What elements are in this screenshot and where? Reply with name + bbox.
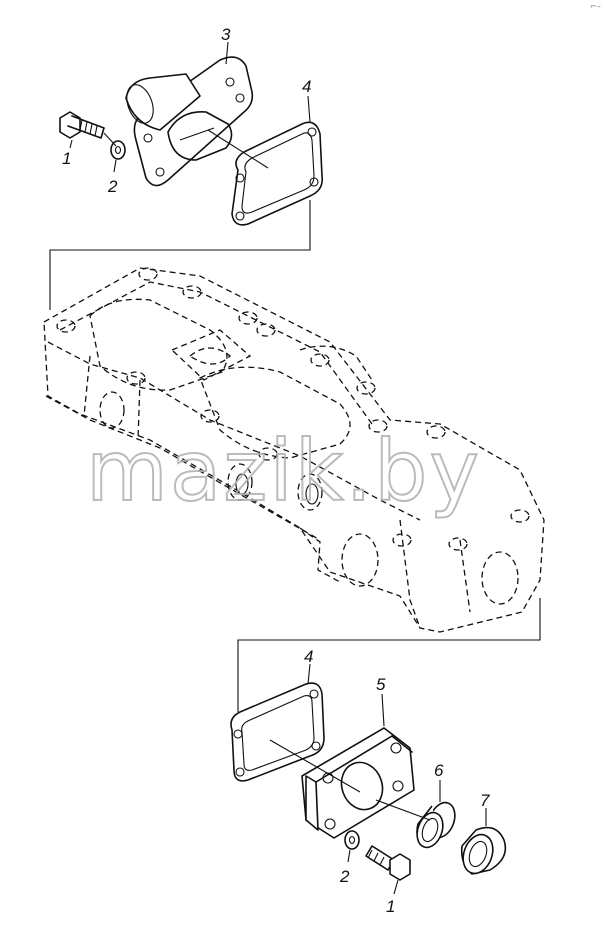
leader-3	[225, 41, 229, 65]
callout-1-top: 1	[62, 149, 71, 168]
callout-3: 3	[221, 25, 231, 44]
leader-4-bottom	[307, 663, 311, 685]
leader-flange-gasket	[207, 129, 269, 169]
connector-top	[49, 200, 311, 310]
leader-2-top	[113, 159, 117, 173]
leader-2-bottom	[347, 849, 351, 863]
bottom-washer	[344, 830, 360, 850]
leader-bolt-washer	[103, 132, 117, 147]
watermark: mazik.by	[86, 422, 481, 520]
leader-cover-seal	[375, 799, 431, 821]
leader-1-top	[69, 139, 73, 149]
callout-1-bottom: 1	[386, 897, 395, 916]
bottom-cover	[301, 727, 415, 839]
corner-mark: ⌐–	[590, 2, 601, 11]
top-gasket	[231, 121, 324, 226]
callout-4-top: 4	[302, 77, 311, 96]
bottom-seal	[416, 801, 456, 849]
callout-4-bottom: 4	[304, 647, 313, 666]
leader-5	[381, 693, 385, 727]
bottom-gasket	[230, 682, 325, 782]
callout-2-top: 2	[107, 177, 118, 196]
callout-6: 6	[434, 761, 444, 780]
top-flange	[125, 56, 254, 187]
cylinder-head-outline	[43, 267, 545, 633]
callout-2-bottom: 2	[339, 867, 350, 886]
top-washer	[110, 140, 126, 160]
connector-bottom	[237, 598, 541, 712]
callout-5: 5	[376, 675, 386, 694]
leader-4-top	[307, 95, 311, 123]
leader-gasket-cover	[269, 739, 361, 793]
callout-7: 7	[480, 791, 490, 810]
bottom-cup	[460, 826, 507, 875]
leader-1-bottom	[393, 879, 399, 895]
top-bolt	[59, 111, 105, 139]
bottom-bolt	[365, 845, 411, 881]
